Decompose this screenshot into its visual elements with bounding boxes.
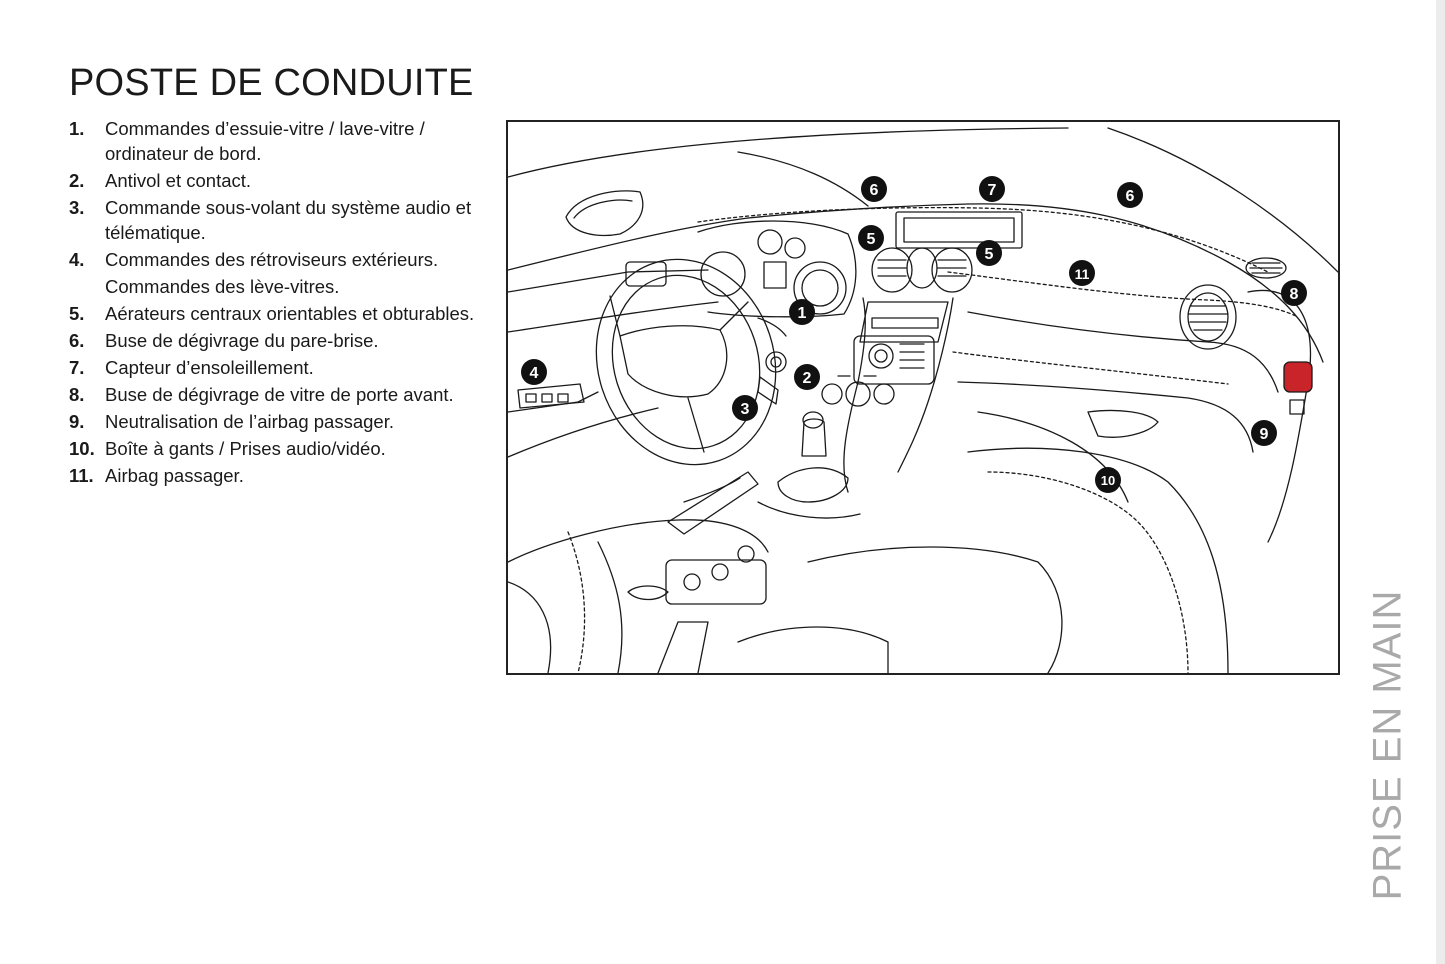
legend-item-number: 5. bbox=[69, 303, 85, 324]
legend-item-number: 10. bbox=[69, 438, 95, 459]
legend-item-number: 9. bbox=[69, 411, 85, 432]
legend-list: 1. Commandes d’essuie-vitre / lave-vitre… bbox=[69, 116, 479, 488]
page-edge-bar bbox=[1436, 0, 1445, 964]
legend-item-number: 4. bbox=[69, 249, 85, 270]
legend-item-number: 2. bbox=[69, 170, 85, 191]
legend-item: 3. Commande sous-volant du système audio… bbox=[69, 195, 479, 245]
dashboard-illustration: 1 2 3 4 5 5 6 7 bbox=[506, 120, 1340, 675]
legend-item-text: Aérateurs centraux orientables et obtura… bbox=[105, 303, 475, 324]
callout-11: 11 bbox=[1069, 260, 1095, 286]
callout-2: 2 bbox=[794, 364, 820, 390]
legend-item: 11. Airbag passager. bbox=[69, 463, 479, 488]
callout-6-left: 6 bbox=[861, 176, 887, 202]
callout-label: 8 bbox=[1290, 286, 1299, 303]
dashboard-drawing: 1 2 3 4 5 5 6 7 bbox=[508, 127, 1338, 673]
callout-label: 4 bbox=[530, 365, 539, 382]
callout-label: 10 bbox=[1101, 473, 1115, 488]
legend-item-number: 8. bbox=[69, 384, 85, 405]
callout-4: 4 bbox=[521, 359, 547, 385]
legend-item: 6. Buse de dégivrage du pare-brise. bbox=[69, 328, 479, 353]
callout-6-right: 6 bbox=[1117, 182, 1143, 208]
callout-7: 7 bbox=[979, 176, 1005, 202]
callout-label: 5 bbox=[867, 231, 876, 248]
legend-item: 8. Buse de dégivrage de vitre de porte a… bbox=[69, 382, 479, 407]
legend-item-text: Airbag passager. bbox=[105, 465, 244, 486]
callout-label: 3 bbox=[741, 401, 750, 418]
callout-5-left: 5 bbox=[858, 225, 884, 251]
legend-item-text: Capteur d’ensoleillement. bbox=[105, 357, 314, 378]
legend-item-text: Boîte à gants / Prises audio/vidéo. bbox=[105, 438, 386, 459]
legend-item-text: Antivol et contact. bbox=[105, 170, 252, 191]
legend-item-text: Commandes d’essuie-vitre / lave-vitre / … bbox=[105, 118, 425, 164]
legend-item: 4. Commandes des rétroviseurs extérieurs… bbox=[69, 247, 479, 299]
legend-item: 2. Antivol et contact. bbox=[69, 168, 479, 193]
legend-item-number: 11. bbox=[69, 465, 94, 486]
legend-item-text-extra: Commandes des lève-vitres. bbox=[105, 276, 340, 297]
callout-label: 7 bbox=[988, 182, 997, 199]
legend-item: 10. Boîte à gants / Prises audio/vidéo. bbox=[69, 436, 479, 461]
legend-item-number: 1. bbox=[69, 118, 85, 139]
legend-item: 5. Aérateurs centraux orientables et obt… bbox=[69, 301, 479, 326]
legend-item: 7. Capteur d’ensoleillement. bbox=[69, 355, 479, 380]
callout-9: 9 bbox=[1251, 420, 1277, 446]
legend-item: 9. Neutralisation de l’airbag passager. bbox=[69, 409, 479, 434]
legend-item-text: Commande sous-volant du système audio et… bbox=[105, 197, 472, 243]
legend-item-text: Neutralisation de l’airbag passager. bbox=[105, 411, 394, 432]
legend-item-text: Buse de dégivrage de vitre de porte avan… bbox=[105, 384, 454, 405]
callout-label: 6 bbox=[870, 182, 879, 199]
callout-label: 1 bbox=[798, 305, 807, 322]
section-label: PRISE EN MAIN bbox=[1365, 589, 1410, 901]
callout-label: 9 bbox=[1260, 426, 1269, 443]
legend-item-number: 3. bbox=[69, 197, 85, 218]
legend-item-number: 6. bbox=[69, 330, 85, 351]
legend-item-text: Buse de dégivrage du pare-brise. bbox=[105, 330, 379, 351]
line-art bbox=[508, 127, 1338, 673]
callout-label: 6 bbox=[1126, 188, 1135, 205]
callout-label: 5 bbox=[985, 246, 994, 263]
callout-label: 11 bbox=[1075, 266, 1090, 282]
page-title: POSTE DE CONDUITE bbox=[69, 62, 474, 104]
callout-3: 3 bbox=[732, 395, 758, 421]
legend-item: 1. Commandes d’essuie-vitre / lave-vitre… bbox=[69, 116, 479, 166]
callout-5-right: 5 bbox=[976, 240, 1002, 266]
legend-item-number: 7. bbox=[69, 357, 85, 378]
callout-10: 10 bbox=[1095, 467, 1121, 493]
legend-item-text: Commandes des rétroviseurs extérieurs. bbox=[105, 249, 439, 270]
callout-label: 2 bbox=[803, 370, 812, 387]
callout-1: 1 bbox=[789, 299, 815, 325]
callout-8: 8 bbox=[1281, 280, 1307, 306]
